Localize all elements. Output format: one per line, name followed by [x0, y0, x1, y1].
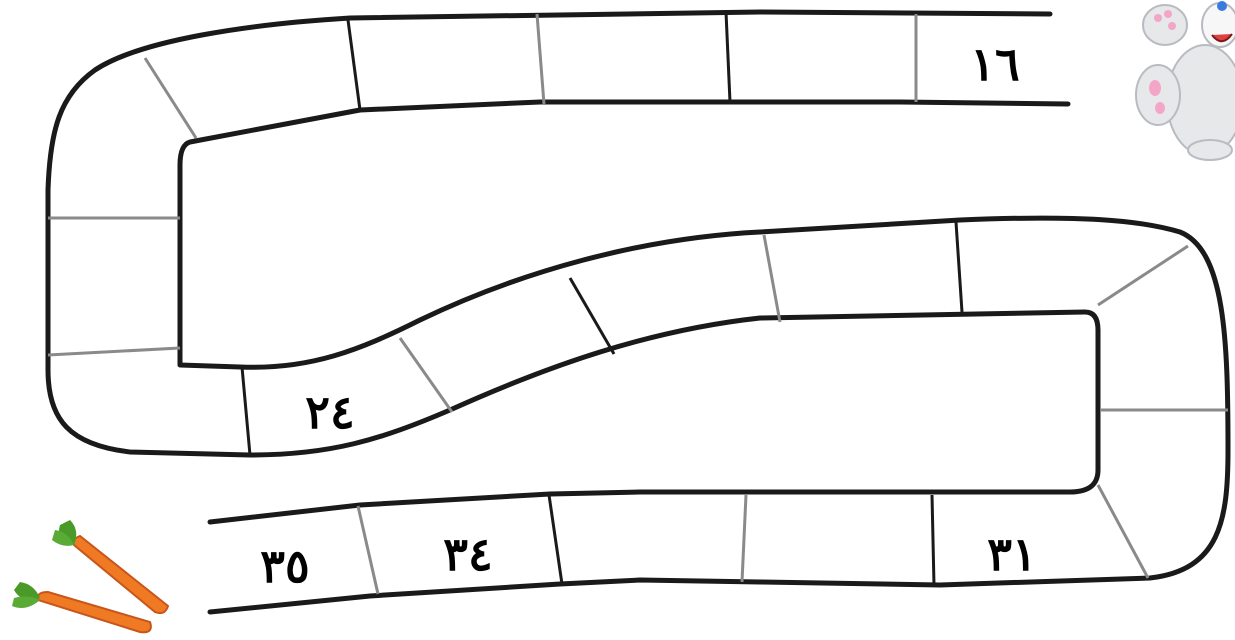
- carrot-icon: [12, 520, 168, 632]
- divider: [348, 20, 360, 110]
- divider: [145, 58, 196, 138]
- divider: [1098, 246, 1188, 305]
- divider: [537, 14, 544, 104]
- divider: [242, 367, 250, 455]
- track-outer-edge: [48, 12, 1098, 522]
- cell-number-24: ٢٤: [305, 385, 354, 439]
- divider: [549, 495, 562, 584]
- cell-number-31: ٣١: [987, 527, 1036, 581]
- cell-number-16: ١٦: [970, 37, 1019, 91]
- cell-dividers: [48, 12, 1228, 594]
- track-outline: [48, 12, 1228, 612]
- divider: [956, 222, 962, 312]
- divider: [726, 12, 730, 102]
- divider: [932, 495, 934, 585]
- divider: [742, 495, 746, 582]
- divider: [358, 506, 378, 594]
- cell-number-34: ٣٤: [443, 527, 492, 581]
- cell-number-35: ٣٥: [260, 539, 309, 593]
- track-inner-edge: [180, 102, 1228, 612]
- rabbit-icon: [1136, 1, 1235, 160]
- divider: [400, 338, 452, 412]
- divider: [48, 348, 180, 355]
- divider: [570, 278, 614, 354]
- divider: [764, 235, 780, 322]
- divider: [1098, 485, 1148, 578]
